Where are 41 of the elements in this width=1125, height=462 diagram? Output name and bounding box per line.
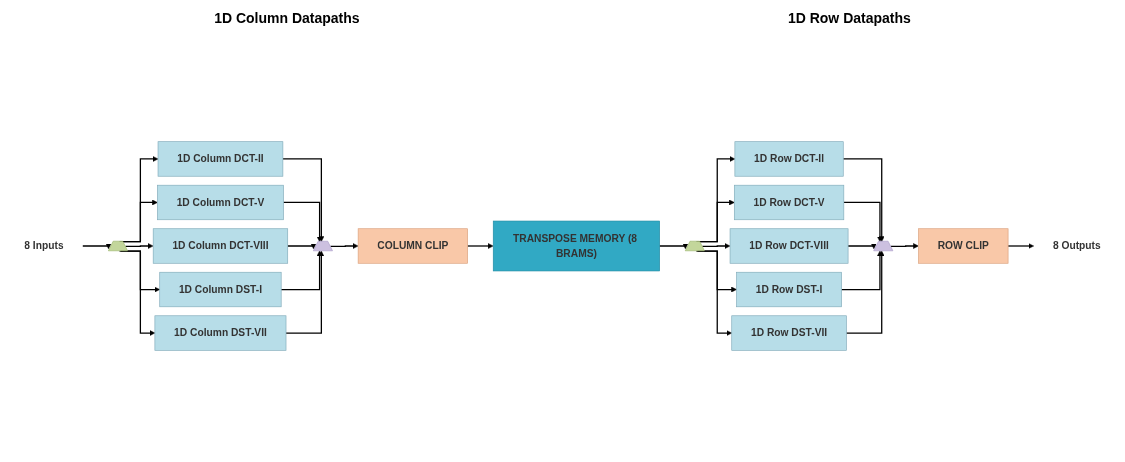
arrow [847,243,877,250]
node-box: COLUMN CLIP [357,228,468,264]
node-box: TRANSPOSE MEMORY (8 BRAMS) [492,220,660,272]
node-trapezoid [313,240,333,252]
arrow [124,243,154,249]
node-trapezoid [684,240,705,252]
arrow [845,250,885,334]
node-text: 8 Inputs [24,240,64,252]
arrow [659,243,689,250]
node-box: 1D Row DCT-VIII [729,228,849,264]
arrow [329,243,359,249]
arrow [843,201,883,243]
node-box: 1D Column DCT-V [157,184,284,221]
arrow [287,243,317,250]
arrow [285,250,325,334]
arrow [840,250,883,291]
arrow [282,158,325,242]
node-box: 1D Column DST-I [159,271,282,308]
arrow [890,243,919,249]
arrow [82,243,112,250]
node-trapezoid [873,240,894,252]
arrow [695,250,732,336]
node-box: 1D Row DCT-V [734,184,845,221]
group-heading: 1D Row Datapaths [787,10,911,26]
arrow [282,201,323,243]
node-box: ROW CLIP [918,228,1009,264]
node-box: 1D Column DCT-II [157,141,284,177]
arrow [842,158,885,242]
arrow [118,250,156,336]
node-box: 1D Column DCT-VIII [152,228,289,264]
arrow [467,243,494,249]
arrow [701,243,731,249]
node-text: 8 Outputs [1052,240,1101,252]
group-heading: 1D Column Datapaths [214,10,360,26]
arrow [1007,243,1034,249]
arrow [280,250,323,291]
node-box: 1D Row DST-VII [731,315,847,351]
node-box: 1D Row DCT-II [734,141,844,177]
node-trapezoid [108,240,128,252]
node-box: 1D Column DST-VII [154,315,287,351]
node-box: 1D Row DST-I [736,271,842,308]
